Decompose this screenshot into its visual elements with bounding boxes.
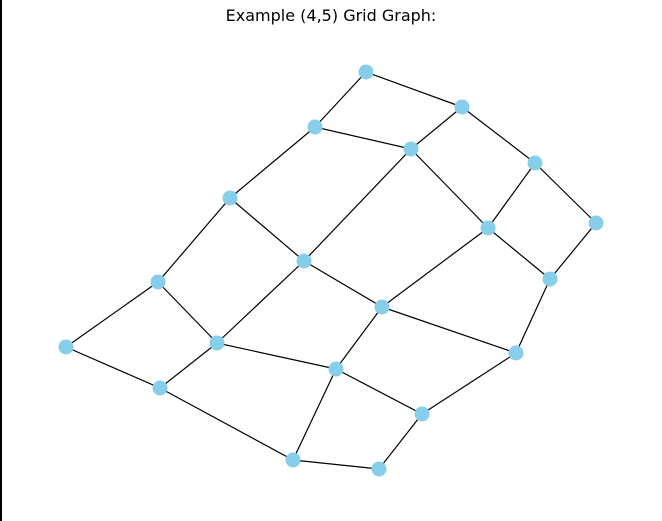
graph-node-0-0 [58,339,74,355]
graph-node-2-4 [527,155,543,171]
graph-node-2-0 [222,190,238,206]
graph-node-2-3 [508,345,524,361]
graph-edge-1-2--2-2 [335,306,383,370]
graph-edge-2-3--3-3 [515,278,551,354]
graph-edge-0-0--0-1 [65,346,161,389]
graph-node-2-1 [296,253,312,269]
graph-edge-2-0--2-1 [229,197,305,262]
edges-layer [65,71,597,470]
graph-edge-1-4--2-4 [461,106,536,164]
graph-edge-3-4--3-3 [549,222,597,280]
graph-edge-1-0--1-1 [157,281,218,344]
graph-node-3-2 [480,220,496,236]
graph-edge-0-1--0-2 [159,387,294,461]
graph-node-0-1 [152,380,168,396]
graph-edge-2-2--3-2 [381,227,489,308]
graph-edge-2-1--3-1 [303,148,412,262]
graph-edge-0-0--1-0 [65,281,159,348]
graph-edge-1-4--3-1 [410,106,463,150]
graph-edge-2-2--2-3 [381,306,517,354]
graph-edge-3-2--3-3 [487,227,551,280]
graph-edge-3-0--3-1 [314,126,412,150]
left-border [0,0,2,521]
graph-edge-1-3--2-3 [421,352,517,415]
graph-node-1-3 [414,406,430,422]
graph-edge-1-2--1-3 [335,368,423,415]
graph-edge-0-4--1-4 [365,71,463,108]
graph-edge-0-2--0-3 [292,459,380,470]
graph-node-3-3 [542,271,558,287]
graph-edge-1-1--1-2 [216,342,337,370]
graph-edge-3-0--0-4 [314,71,367,128]
graph-node-1-2 [328,361,344,377]
graph-node-2-2 [374,299,390,315]
graph-node-0-4 [358,64,374,80]
graph-edge-1-0--2-0 [157,197,231,283]
graph-edge-2-4--3-2 [487,162,536,229]
graph-edge-2-1--2-2 [303,260,383,308]
graph-edge-0-3--1-3 [378,413,423,470]
graph-edge-2-4--3-4 [534,162,597,224]
graph-node-1-0 [150,274,166,290]
graph-edge-3-1--3-2 [410,148,489,229]
graph-node-0-2 [285,452,301,468]
graph-node-3-4 [588,215,604,231]
graph-title: Example (4,5) Grid Graph: [225,6,437,25]
graph-node-0-3 [371,461,387,477]
graph-node-3-0 [307,119,323,135]
graph-node-3-1 [403,141,419,157]
graph-node-1-1 [209,335,225,351]
graph-edge-2-0--3-0 [229,126,316,199]
graph-edge-1-1--2-1 [216,260,305,344]
graph-node-1-4 [454,99,470,115]
nodes-layer [58,64,604,477]
graph-edge-0-1--1-1 [159,342,218,389]
graph-edge-0-2--1-2 [292,368,337,461]
